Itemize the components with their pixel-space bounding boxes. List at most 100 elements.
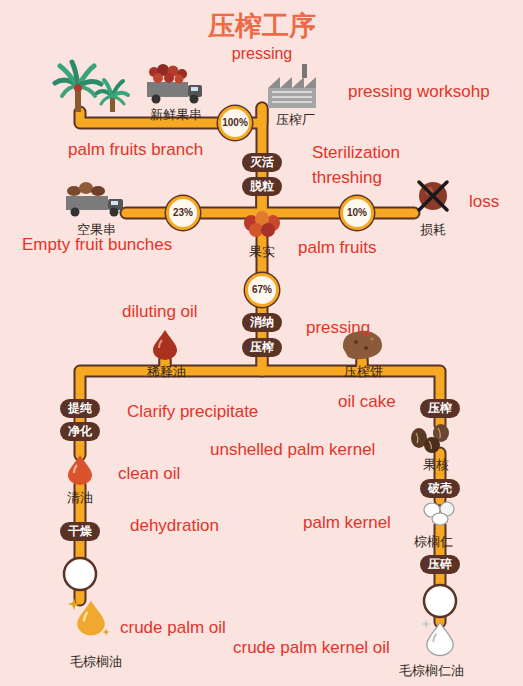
- annotation-label: clean oil: [118, 464, 180, 484]
- percent-text: 100%: [222, 118, 248, 128]
- crude-kernel-oil-drop: [427, 623, 453, 656]
- pipe-connector: [436, 498, 445, 500]
- cake-spot: [371, 338, 374, 341]
- step-pill: 净化: [60, 422, 100, 441]
- product-icon: 毛棕榈油: [74, 600, 108, 636]
- drop-highlight: [433, 634, 436, 643]
- step-text: 压榨: [428, 403, 452, 415]
- empty-bunch: [67, 186, 81, 196]
- step-text: 消纳: [250, 317, 274, 329]
- step-pill: 压碎: [420, 555, 460, 574]
- empty-bunch: [91, 186, 105, 196]
- product-icon: 新鲜果串: [58, 64, 208, 112]
- palm-frond: [112, 96, 124, 104]
- step-text: 干燥: [68, 526, 92, 538]
- annotation-label: threshing: [312, 168, 382, 188]
- empty-bunch: [79, 182, 93, 194]
- product-caption: 压榨饼: [344, 365, 383, 378]
- annotation-label: palm fruits branch: [68, 140, 203, 160]
- annotation-label: loss: [469, 192, 499, 212]
- step-pill: 破壳: [420, 479, 460, 498]
- palm-kernel: [432, 513, 448, 525]
- oil-drop: [427, 623, 453, 656]
- step-text: 灭活: [250, 157, 274, 169]
- annotation-label: Clarify precipitate: [127, 402, 258, 422]
- process-circle: [424, 585, 456, 617]
- product-icon: 毛棕榈仁油: [426, 622, 454, 656]
- fruit-bunch: [153, 73, 163, 83]
- product-caption: 稀释油: [147, 365, 186, 378]
- pipe-outline: [262, 196, 340, 213]
- diagram-title: 压榨工序: [0, 12, 523, 42]
- product-icon: 损耗: [414, 178, 452, 214]
- sparkle: [421, 619, 431, 629]
- product-caption: 清油: [67, 491, 93, 504]
- step-text: 净化: [68, 426, 92, 438]
- oil-drop: [77, 601, 105, 636]
- truck-window: [111, 201, 118, 205]
- pipe-connector: [126, 209, 166, 218]
- step-pill: 灭活: [242, 153, 282, 172]
- annotation-label: oil cake: [338, 392, 396, 412]
- step-pill: 干燥: [60, 522, 100, 541]
- palm-fruit-icon: [244, 211, 280, 237]
- annotation-label: diluting oil: [122, 302, 198, 322]
- truck-window: [191, 87, 198, 91]
- percent-circle: 100%: [218, 106, 252, 140]
- product-caption: 果核: [423, 458, 449, 471]
- product-icon: 压榨厂: [255, 70, 315, 108]
- factory-stripes: [272, 92, 312, 102]
- pipe-outline-group: [80, 108, 440, 622]
- product-icon: 果核: [408, 425, 452, 453]
- tree-trunk: [110, 96, 115, 112]
- annotation-label: Empty fruit bunches: [22, 235, 172, 255]
- crude-palm-oil-drop: [77, 601, 105, 636]
- nut-icon: [411, 424, 449, 453]
- empty-truck: [66, 182, 123, 217]
- pipe-outline: [374, 207, 414, 220]
- fruit-truck: [147, 64, 202, 104]
- percent-text: 23%: [173, 208, 193, 218]
- product-caption: 压榨厂: [276, 113, 315, 126]
- annotation-label: pressing: [306, 318, 370, 338]
- pipe-connector: [262, 196, 340, 213]
- pipe-outline: [126, 207, 166, 220]
- step-pill: 压榨: [242, 338, 282, 357]
- sparkle: [68, 598, 80, 610]
- annotation-label: palm fruits: [298, 238, 376, 258]
- truck-wheel: [71, 208, 80, 217]
- product-icon: 稀释油: [152, 330, 178, 360]
- percent-text: 10%: [347, 208, 367, 218]
- fruit-bunch: [164, 73, 174, 83]
- product-caption: 果实: [249, 245, 275, 258]
- drop-highlight: [159, 340, 162, 348]
- oil-drop: [68, 455, 92, 485]
- truck-wheel: [110, 208, 119, 217]
- drop-highlight: [84, 612, 87, 621]
- cross-mark: [419, 182, 447, 210]
- product-icon: 空果串: [62, 183, 126, 215]
- annotation-label: pressing worksohp: [348, 82, 490, 102]
- drop-highlight: [74, 465, 77, 473]
- nut-lines: [416, 428, 440, 449]
- pipe-connector: [258, 196, 267, 212]
- percent-circle: 67%: [245, 273, 279, 307]
- palm-tree: [55, 62, 101, 112]
- truck-wheel: [152, 95, 161, 104]
- palm-frond: [104, 80, 112, 96]
- step-text: 提纯: [68, 403, 92, 415]
- palm-fruit: [261, 223, 275, 237]
- pipe-outline: [74, 441, 87, 455]
- fruit-cluster: [74, 84, 82, 92]
- annotation-label: Sterilization: [312, 143, 400, 163]
- factory-wall: [268, 88, 316, 108]
- annotation-label: crude palm oil: [120, 618, 226, 638]
- percent-text: 67%: [252, 285, 272, 295]
- palm-frond: [101, 96, 112, 104]
- factory-roof: [268, 77, 316, 88]
- cake-spot: [354, 340, 358, 344]
- clean-oil-drop: [68, 455, 92, 485]
- product-icon: 棕榈仁: [422, 500, 458, 526]
